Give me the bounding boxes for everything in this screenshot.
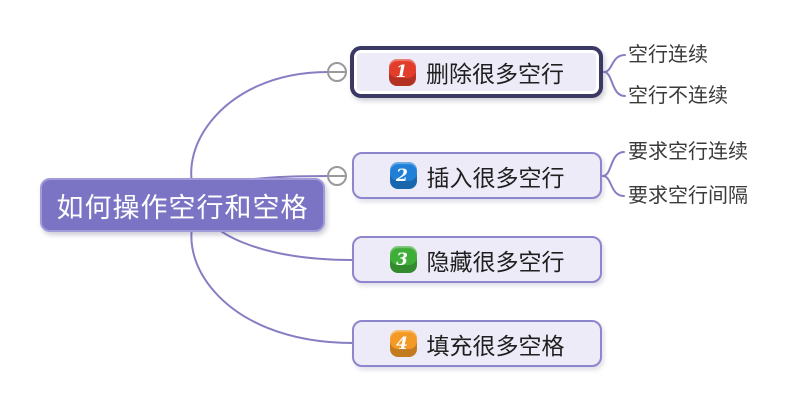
collapse-branch2-icon[interactable] [327, 166, 347, 186]
priority-1-icon: 1 [389, 58, 416, 86]
leaf-topic-branch1-child2[interactable]: 空行不连续 [628, 85, 728, 107]
branch-topic-4[interactable]: 4 填充很多空格 [352, 320, 602, 367]
branch-topic-1-label: 删除很多空行 [426, 61, 564, 87]
branch-topic-4-label: 填充很多空格 [426, 332, 565, 359]
priority-3-number: 3 [396, 249, 408, 270]
minus-icon [329, 175, 345, 177]
priority-1-number: 1 [395, 62, 408, 82]
connector-branch2-leaf1 [602, 151, 625, 177]
priority-2-number: 2 [396, 165, 408, 186]
branch-topic-3-label: 隐藏很多空行 [426, 248, 565, 275]
priority-2-icon: 2 [389, 162, 417, 189]
branch-topic-2[interactable]: 2 插入很多空行 [352, 152, 602, 199]
priority-4-icon: 4 [389, 330, 417, 357]
priority-4-number: 4 [396, 333, 408, 354]
branch-topic-1[interactable]: 1 删除很多空行 [350, 46, 603, 98]
priority-3-icon: 3 [389, 246, 417, 273]
root-topic[interactable]: 如何操作空行和空格 [40, 178, 325, 232]
leaf-topic-branch2-child2[interactable]: 要求空行间隔 [628, 185, 748, 207]
root-topic-label: 如何操作空行和空格 [56, 192, 309, 223]
connector-branch1-leaf2 [603, 71, 626, 97]
collapse-branch1-icon[interactable] [327, 62, 347, 82]
branch-topic-3[interactable]: 3 隐藏很多空行 [352, 236, 602, 283]
leaf-topic-branch1-child1[interactable]: 空行连续 [628, 44, 708, 66]
connector-branch2-leaf2 [602, 175, 625, 197]
branch-topic-2-label: 插入很多空行 [426, 164, 565, 191]
connector-branch1-leaf1 [603, 54, 626, 73]
minus-icon [329, 71, 345, 73]
leaf-topic-branch2-child1[interactable]: 要求空行连续 [628, 141, 748, 163]
